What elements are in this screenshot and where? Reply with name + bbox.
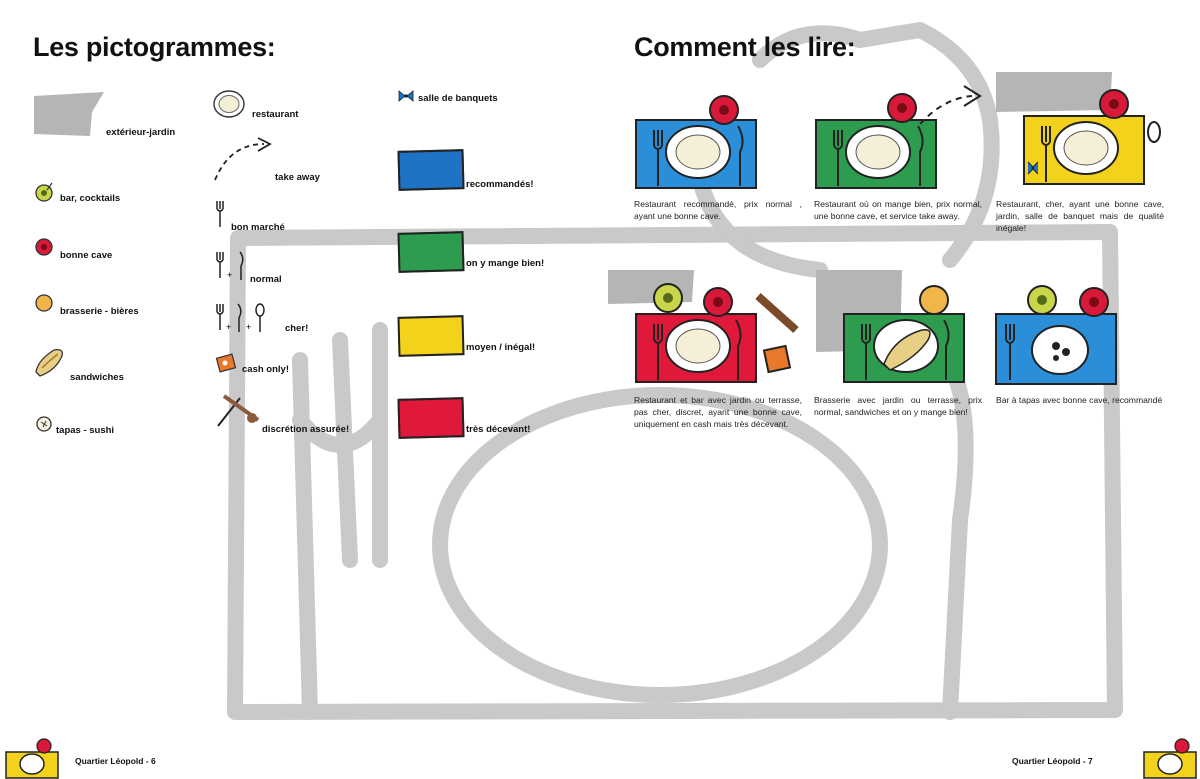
- label-expensive: cher!: [285, 323, 309, 334]
- label-normal: normal: [250, 274, 282, 285]
- label-sandwich: sandwiches: [70, 372, 124, 383]
- cocktail-icon: [35, 182, 53, 202]
- footer-logo-left: [5, 738, 59, 779]
- label-good: on y mange bien!: [466, 258, 545, 269]
- left-page-title: Les pictogrammes:: [33, 32, 276, 62]
- cash-icon: [215, 353, 237, 373]
- example-6-description: Bar à tapas avec bonne cave, recommandé: [996, 395, 1163, 405]
- tapas-icon: [36, 416, 52, 432]
- label-takeaway: take away: [275, 172, 320, 183]
- example-4-description: Restaurant et bar avec jardin ou terrass…: [634, 395, 802, 429]
- example-6-illustration: [995, 285, 1117, 385]
- svg-text:+: +: [246, 322, 251, 332]
- example-1-description: Restaurant recommandé, prix normal , aya…: [634, 199, 802, 221]
- example-3-description: Restaurant, cher, ayant une bonne cave, …: [996, 199, 1164, 233]
- example-5-illustration: [816, 270, 965, 383]
- label-cocktail: bar, cocktails: [60, 193, 121, 204]
- swatch-good: [397, 231, 465, 273]
- fork-knife-spoon-icon: + +: [216, 303, 265, 332]
- wine-icon: [35, 238, 53, 256]
- example-5-description: Brasserie avec jardin ou terrasse, prix …: [814, 395, 982, 417]
- exterior-garden-icon: [34, 92, 104, 136]
- key-icon: [217, 394, 260, 427]
- right-page-title: Comment les lire:: [634, 32, 856, 62]
- label-disappointing: très décevant!: [466, 424, 531, 435]
- example-1-illustration: [635, 95, 757, 189]
- example-4-illustration: [608, 270, 799, 383]
- plate-icon: [213, 90, 245, 118]
- label-restaurant: restaurant: [252, 109, 299, 120]
- label-banquet: salle de banquets: [418, 93, 498, 104]
- footer-left-page-number: Quartier Léopold - 6: [75, 756, 156, 766]
- sandwich-icon: [35, 348, 63, 377]
- takeaway-arrow-icon: [214, 137, 272, 181]
- label-cash: cash only!: [242, 364, 289, 375]
- label-cheap: bon marché: [231, 222, 285, 233]
- swatch-recommended: [397, 149, 465, 191]
- label-average: moyen / inégal!: [466, 342, 536, 353]
- swatch-disappointing: [397, 397, 465, 439]
- svg-text:+: +: [226, 322, 231, 332]
- beer-icon: [35, 294, 53, 312]
- label-tapas: tapas - sushi: [56, 425, 115, 436]
- label-discreet: discrétion assurée!: [262, 424, 350, 435]
- label-recommended: recommandés!: [466, 179, 534, 190]
- footer-logo-right: [1143, 738, 1197, 779]
- fork-knife-icon: +: [216, 251, 244, 280]
- example-2-description: Restaurant où on mange bien, prix normal…: [814, 199, 982, 221]
- svg-text:+: +: [227, 270, 232, 280]
- label-beer: brasserie - bières: [60, 306, 139, 317]
- label-exterior-garden: extérieur-jardin: [106, 127, 176, 138]
- footer-right-page-number: Quartier Léopold - 7: [1012, 756, 1093, 766]
- example-2-illustration: [815, 85, 982, 189]
- example-3-illustration: [996, 72, 1161, 185]
- fork-icon: [216, 201, 224, 227]
- label-wine: bonne cave: [60, 250, 113, 261]
- bowtie-icon: [398, 90, 414, 102]
- swatch-average: [397, 315, 465, 357]
